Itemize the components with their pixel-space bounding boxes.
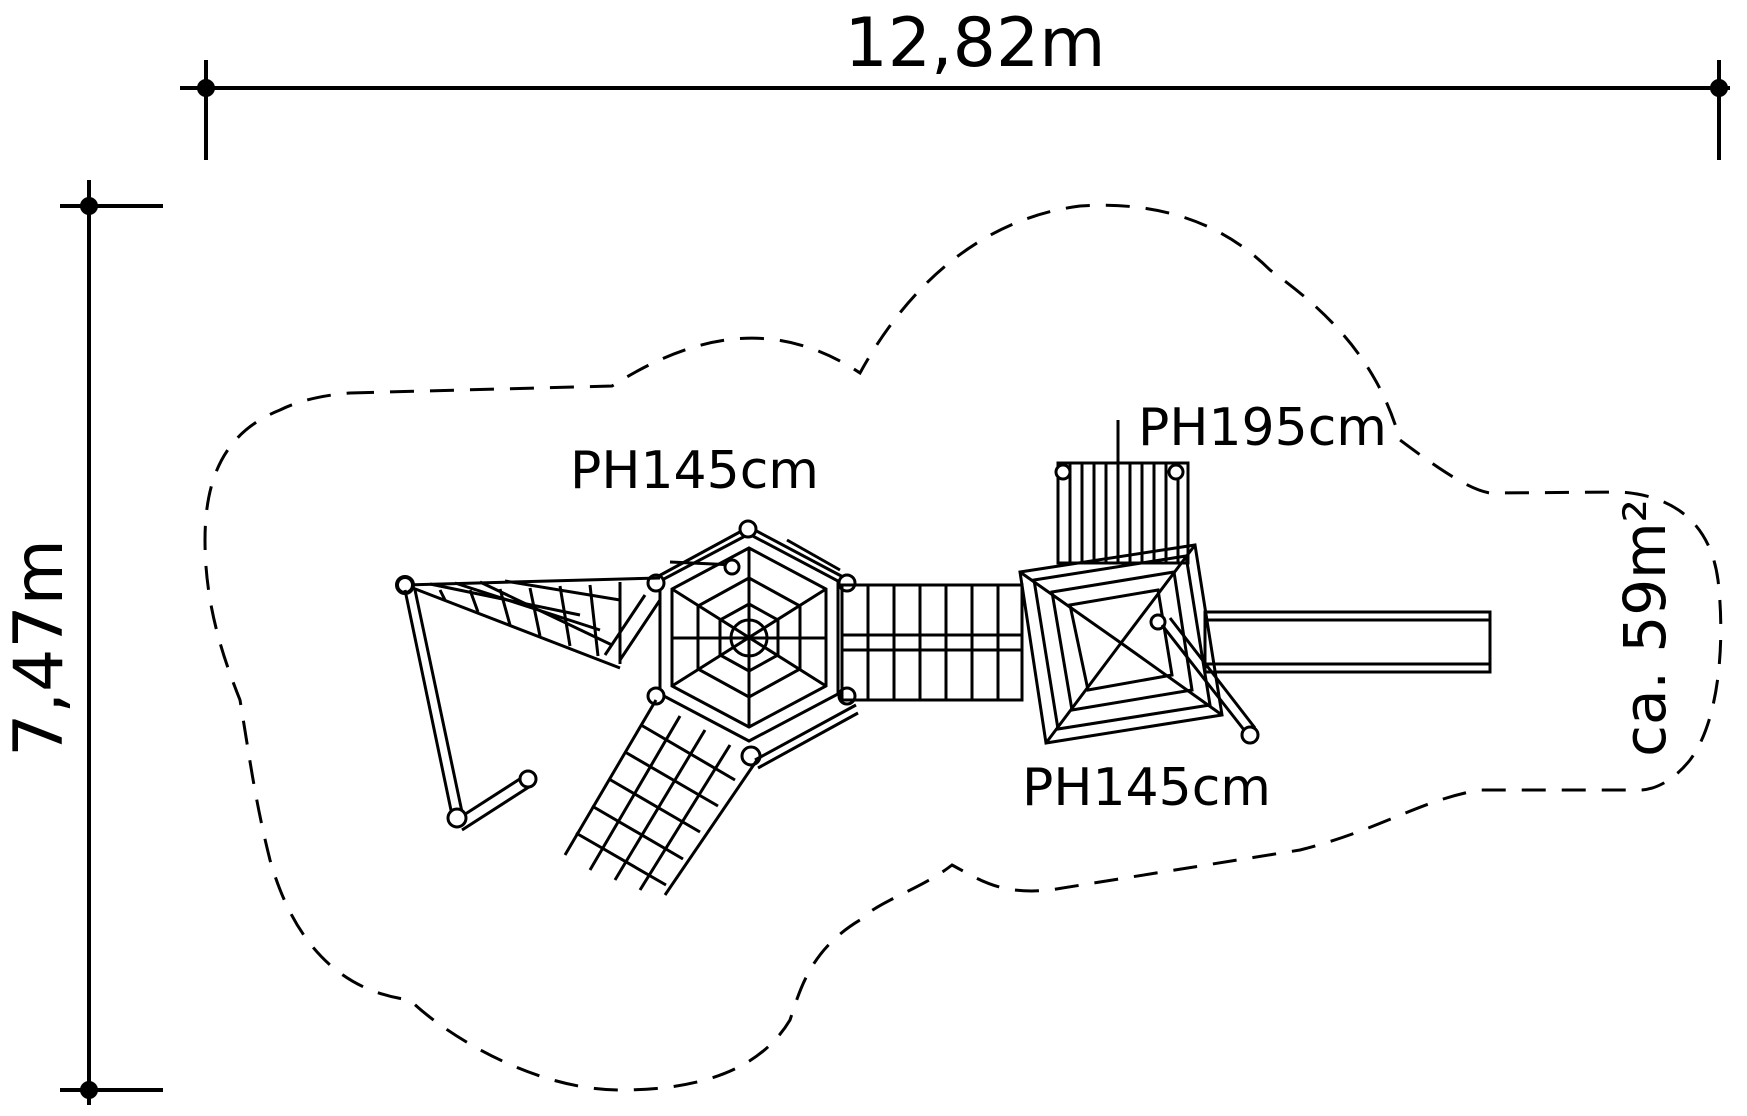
cargo-net: [395, 575, 661, 670]
roof-tower-height-label: PH145cm: [1022, 758, 1271, 818]
depth-label: 7,47m: [0, 539, 79, 757]
high-tower-height-label: PH195cm: [1138, 398, 1387, 458]
net-ladder: [563, 699, 759, 896]
depth-dimension-line: [60, 180, 163, 1105]
hex-tower-height-label: PH145cm: [570, 441, 819, 501]
hex-tower: [603, 519, 859, 770]
high-tower: [1054, 420, 1190, 565]
width-label: 12,82m: [845, 4, 1106, 83]
anchor-pole: [403, 589, 538, 832]
bridge: [840, 583, 1024, 702]
slide: [1203, 610, 1492, 674]
area-label: ca. 59m²: [1611, 499, 1679, 757]
safety-area-outline: [203, 203, 1723, 1092]
roof-tower: [1018, 543, 1260, 745]
width-dimension-line: [180, 60, 1730, 160]
